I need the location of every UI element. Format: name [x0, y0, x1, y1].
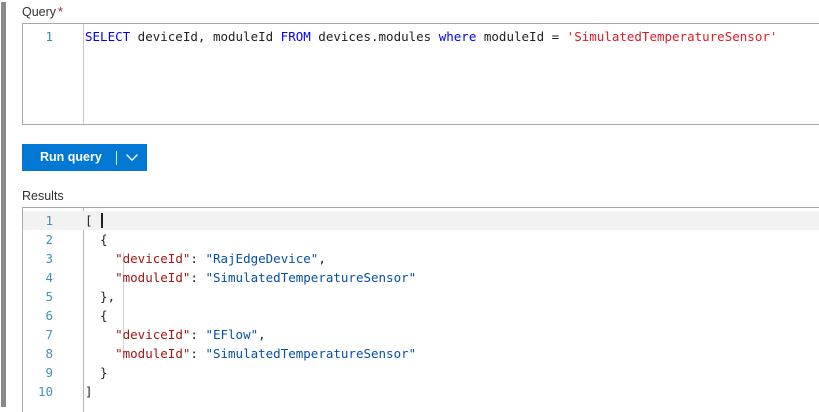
query-label-text: Query: [22, 5, 57, 19]
results-token-3-1: "moduleId": [115, 270, 191, 285]
results-code-line: 4 "moduleId": "SimulatedTemperatureSenso…: [23, 268, 819, 287]
run-query-button[interactable]: Run query: [22, 144, 147, 171]
results-token-8-0: }: [85, 365, 108, 380]
results-code-line: 3 "deviceId": "RajEdgeDevice",: [23, 249, 819, 268]
button-divider: [115, 150, 117, 165]
results-editor[interactable]: 1[2 {3 "deviceId": "RajEdgeDevice",4 "mo…: [22, 207, 819, 412]
results-code-line: 9 }: [23, 363, 819, 382]
results-token-6-2: :: [190, 327, 206, 342]
results-token-3-0: [85, 270, 115, 285]
chevron-down-icon[interactable]: [117, 144, 147, 171]
query-code-area[interactable]: 1 SELECT deviceId, moduleId FROM devices…: [23, 24, 819, 46]
results-code-line: 2 {: [23, 230, 819, 249]
query-editor[interactable]: 1 SELECT deviceId, moduleId FROM devices…: [22, 23, 819, 125]
results-line-number: 2: [45, 232, 53, 247]
results-token-1-0: {: [85, 232, 108, 247]
results-token-6-3: "EFlow": [205, 327, 259, 342]
results-line-number: 9: [45, 365, 53, 380]
text-cursor: [101, 213, 103, 228]
results-code-text[interactable]: "moduleId": "SimulatedTemperatureSensor": [67, 344, 416, 363]
results-code-area[interactable]: 1[2 {3 "deviceId": "RajEdgeDevice",4 "mo…: [23, 208, 819, 401]
query-token-3: devices.modules: [310, 29, 439, 44]
query-field-label: Query*: [22, 0, 819, 23]
query-token-1: deviceId, moduleId: [130, 29, 281, 44]
results-code-line: 10]: [23, 382, 819, 401]
results-token-2-4: ,: [318, 251, 326, 266]
page-vertical-scrollbar[interactable]: [0, 0, 9, 409]
results-code-text[interactable]: "deviceId": "RajEdgeDevice",: [67, 249, 326, 268]
results-code-text[interactable]: [: [67, 211, 93, 230]
results-line-number: 8: [45, 346, 53, 361]
results-token-4-0: },: [85, 289, 116, 304]
results-token-3-3: "SimulatedTemperatureSensor": [205, 270, 417, 285]
results-code-line: 7 "deviceId": "EFlow",: [23, 325, 819, 344]
indent-guide: [123, 252, 124, 360]
query-code-text[interactable]: SELECT deviceId, moduleId FROM devices.m…: [67, 27, 777, 46]
run-query-label: Run query: [40, 150, 102, 164]
query-gutter-separator: [83, 24, 84, 124]
required-asterisk: *: [58, 5, 63, 19]
results-token-7-1: "moduleId": [115, 346, 191, 361]
results-token-9-0: ]: [85, 384, 93, 399]
results-line-number: 7: [45, 327, 53, 342]
results-line-number: 3: [45, 251, 53, 266]
results-gutter-separator: [83, 208, 84, 412]
results-label-text: Results: [22, 189, 64, 203]
results-code-text[interactable]: "moduleId": "SimulatedTemperatureSensor": [67, 268, 416, 287]
results-line-number: 10: [37, 384, 53, 399]
results-token-6-4: ,: [258, 327, 266, 342]
results-code-text[interactable]: },: [67, 287, 115, 306]
results-code-text[interactable]: {: [67, 306, 108, 325]
results-line-number: 6: [45, 308, 53, 323]
results-token-7-0: [85, 346, 115, 361]
query-code-line: 1 SELECT deviceId, moduleId FROM devices…: [23, 27, 819, 46]
results-code-text[interactable]: }: [67, 363, 108, 382]
query-token-6: 'SimulatedTemperatureSensor': [566, 29, 778, 44]
results-token-2-1: "deviceId": [115, 251, 191, 266]
results-token-7-3: "SimulatedTemperatureSensor": [205, 346, 417, 361]
results-code-text[interactable]: {: [67, 230, 108, 249]
scrollbar-thumb[interactable]: [1, 2, 6, 407]
results-code-text[interactable]: "deviceId": "EFlow",: [67, 325, 266, 344]
results-code-line: 5 },: [23, 287, 819, 306]
results-line-number: 1: [45, 213, 53, 228]
results-token-2-3: "RajEdgeDevice": [205, 251, 319, 266]
results-token-6-0: [85, 327, 115, 342]
query-token-5: moduleId =: [476, 29, 567, 44]
results-token-0-0: [: [85, 213, 93, 228]
query-token-2: FROM: [280, 29, 311, 44]
results-token-2-2: :: [190, 251, 206, 266]
results-code-text[interactable]: ]: [67, 382, 93, 401]
results-line-number: 4: [45, 270, 53, 285]
results-code-line: 1[: [23, 211, 819, 230]
results-token-6-1: "deviceId": [115, 327, 191, 342]
query-panel: Query* 1 SELECT deviceId, moduleId FROM …: [22, 0, 819, 412]
results-field-label: Results: [22, 171, 819, 207]
query-token-0: SELECT: [85, 29, 131, 44]
results-token-7-2: :: [190, 346, 206, 361]
query-line-number: 1: [45, 29, 53, 44]
results-code-line: 8 "moduleId": "SimulatedTemperatureSenso…: [23, 344, 819, 363]
query-token-4: where: [438, 29, 477, 44]
results-token-3-2: :: [190, 270, 206, 285]
results-token-2-0: [85, 251, 115, 266]
results-line-number: 5: [45, 289, 53, 304]
results-token-5-0: {: [85, 308, 108, 323]
query-toolbar: Run query: [22, 125, 819, 171]
results-code-line: 6 {: [23, 306, 819, 325]
